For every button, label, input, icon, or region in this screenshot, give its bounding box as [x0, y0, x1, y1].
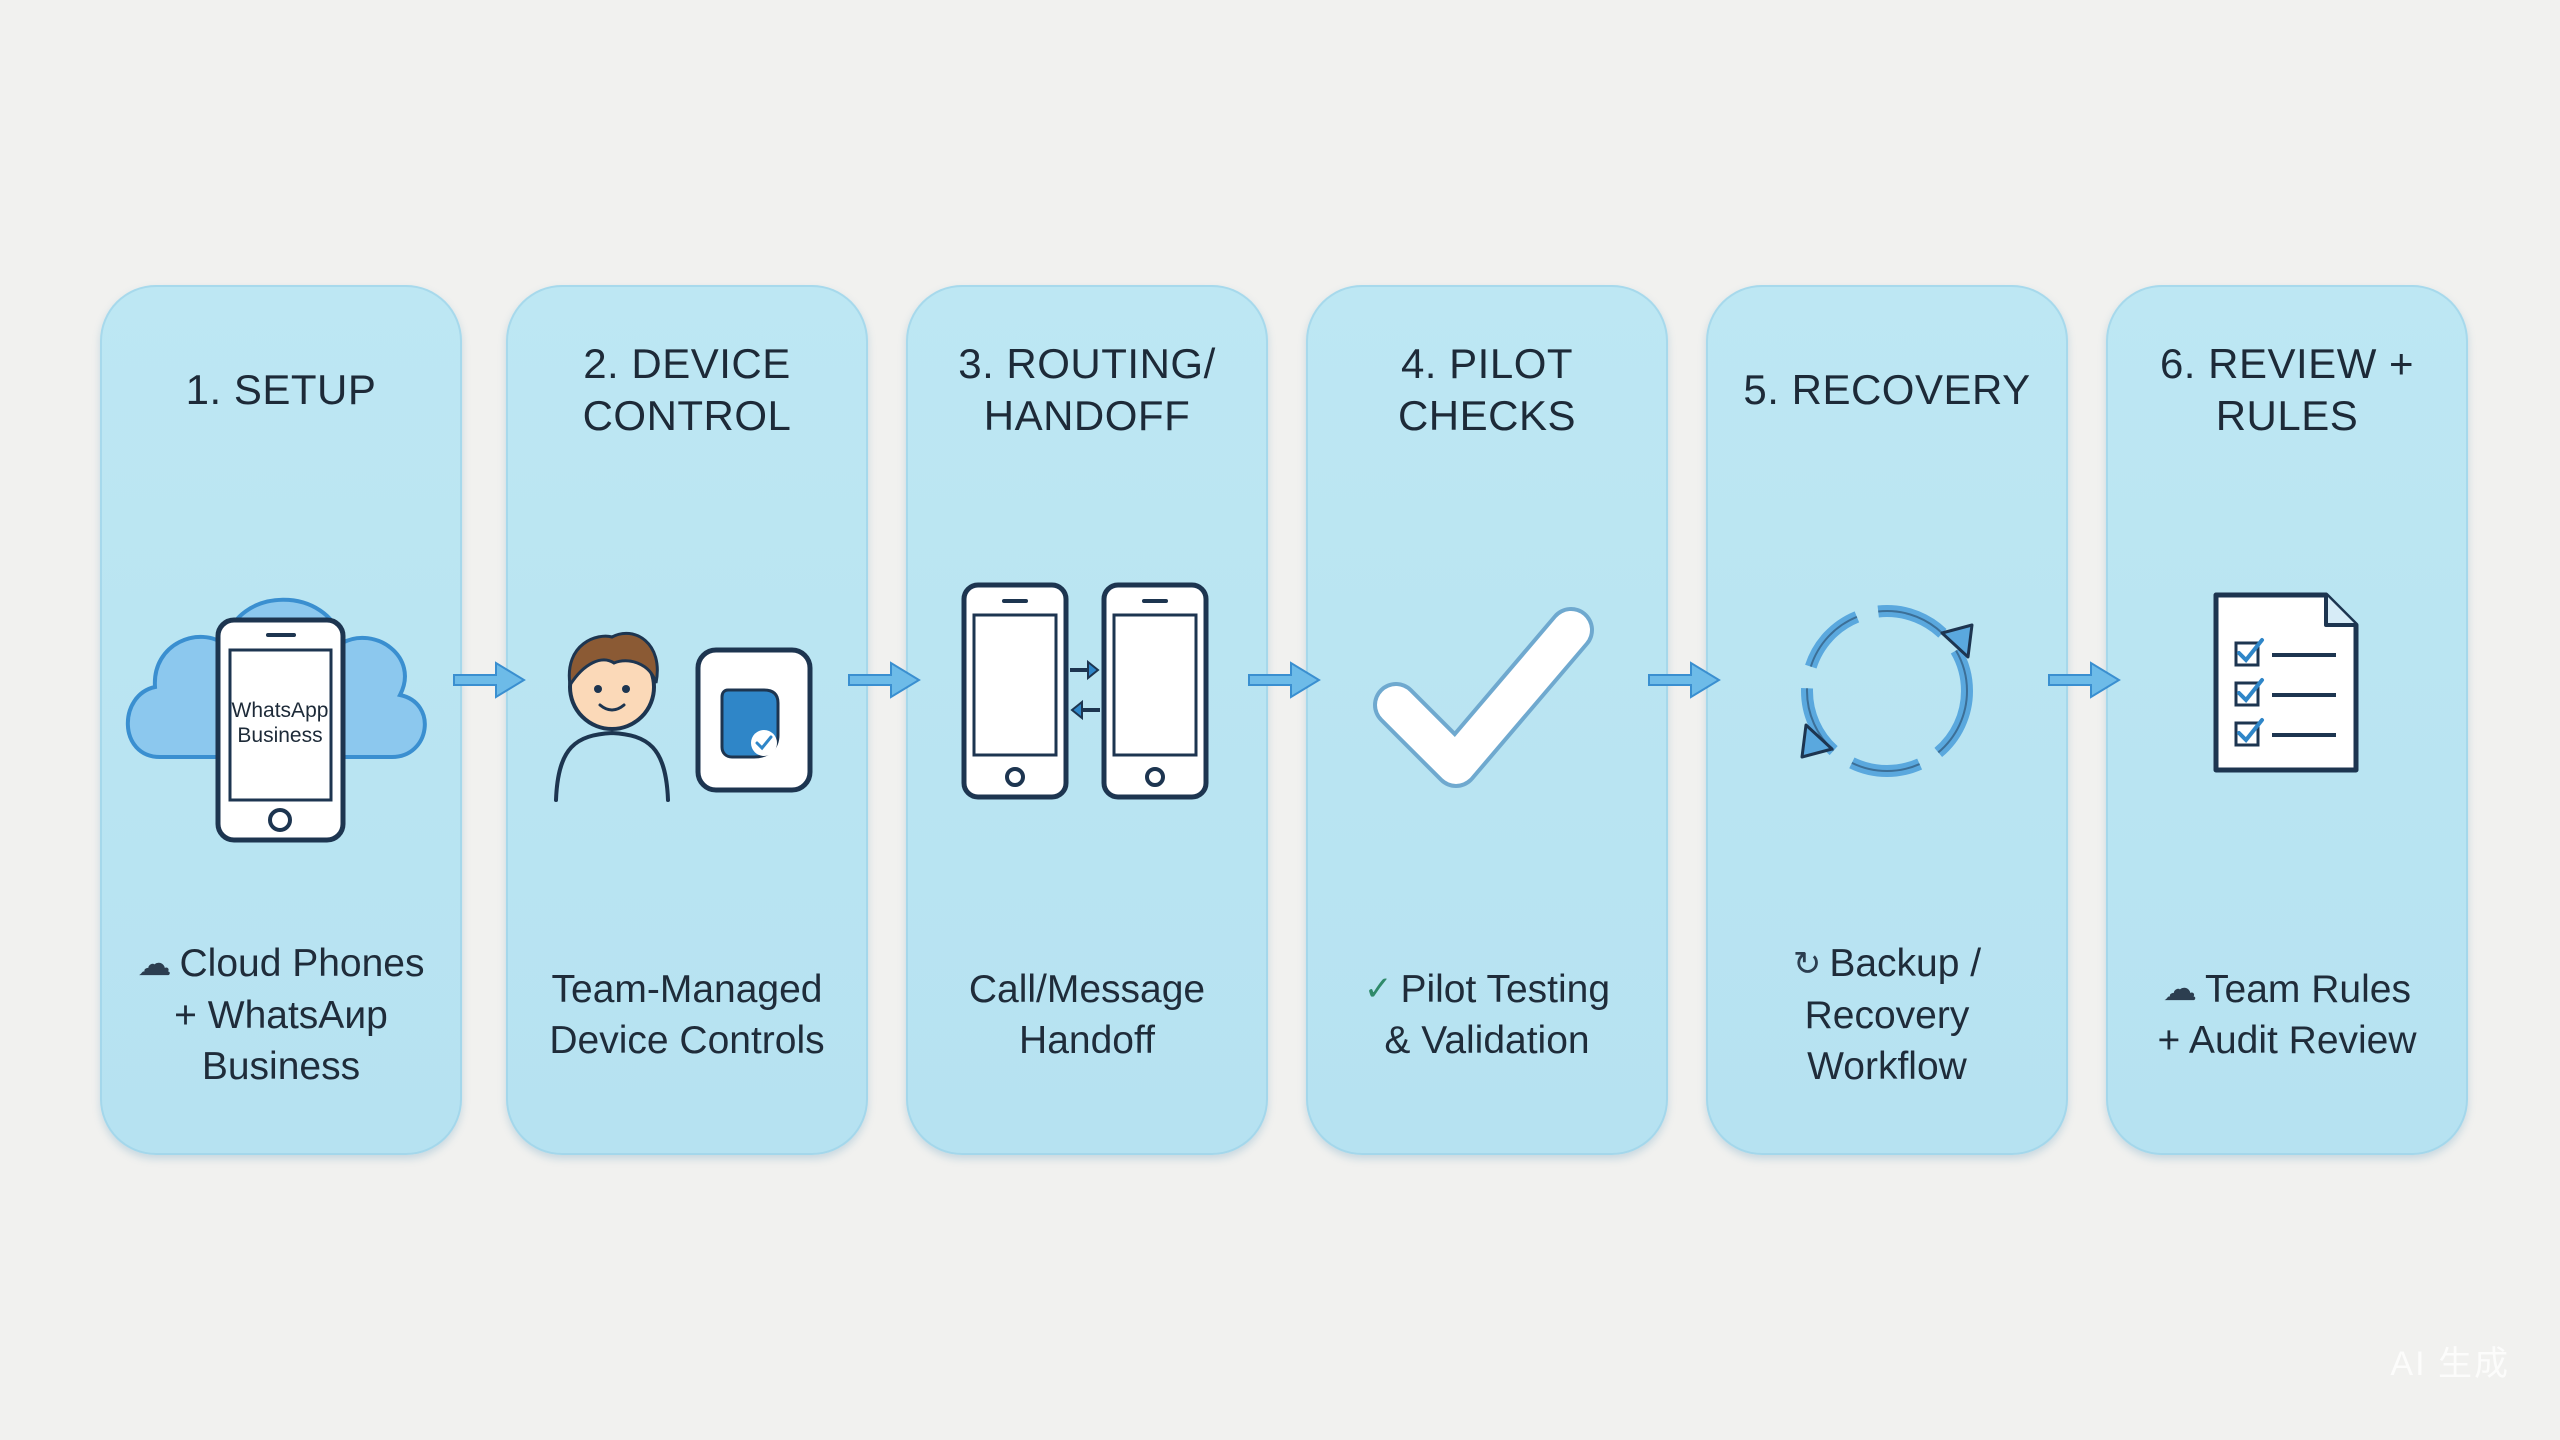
caption-text: Cloud Phones + WhatsAиp Business	[174, 942, 425, 1088]
caption-text: Team Rules + Audit Review	[2157, 967, 2417, 1063]
step-card-review-rules: 6. REVIEW + RULES ☁Team Rules + Audit Re…	[2106, 285, 2468, 1155]
caption-text: Pilot Testing & Validation	[1384, 967, 1611, 1063]
step-card-device-control: 2. DEVICE CONTROL Team-Managed Device Co…	[506, 285, 868, 1155]
step-card-recovery: 5. RECOVERY ↻Backup / Recovery Workflow	[1706, 285, 2068, 1155]
checkmark-icon	[1306, 525, 1668, 905]
step-card-pilot-checks: 4. PILOT CHECKS ✓Pilot Testing & Validat…	[1306, 285, 1668, 1155]
cloud-icon: ☁	[137, 944, 172, 983]
step-caption: ☁Cloud Phones + WhatsAиp Business	[114, 925, 448, 1105]
step-card-routing-handoff: 3. ROUTING/ HANDOFF Call/Message Handoff	[906, 285, 1268, 1155]
arrow-right-icon	[848, 661, 921, 699]
step-title: 3. ROUTING/ HANDOFF	[958, 340, 1216, 439]
step-caption: Team-Managed Device Controls	[520, 925, 854, 1105]
caption-text: Call/Message Handoff	[968, 968, 1206, 1062]
arrow-right-icon	[1248, 661, 1321, 699]
cloud-icon: ☁	[2163, 970, 2198, 1009]
step-title: 2. DEVICE CONTROL	[582, 340, 792, 439]
person-device-icon	[506, 525, 868, 905]
recovery-cycle-icon	[1706, 525, 2068, 905]
caption-text: Backup / Recovery Workflow	[1804, 942, 1982, 1088]
refresh-icon: ↻	[1792, 944, 1822, 983]
step-title: 5. RECOVERY	[1743, 366, 2031, 413]
step-title: 6. REVIEW + RULES	[2159, 340, 2415, 439]
check-icon: ✓	[1363, 970, 1393, 1009]
step-caption: ✓Pilot Testing & Validation	[1320, 925, 1654, 1105]
arrow-right-icon	[1648, 661, 1721, 699]
step-caption: ↻Backup / Recovery Workflow	[1720, 925, 2054, 1105]
arrow-right-icon	[2048, 661, 2121, 699]
checklist-document-icon	[2106, 525, 2468, 905]
step-caption: ☁Team Rules + Audit Review	[2120, 925, 2454, 1105]
step-title: 1. SETUP	[185, 366, 377, 413]
phone-handoff-icon	[906, 525, 1268, 905]
caption-text: Team-Managed Device Controls	[549, 968, 825, 1062]
arrow-right-icon	[453, 661, 526, 699]
step-caption: Call/Message Handoff	[920, 925, 1254, 1105]
watermark: AI 生成	[2390, 1345, 2510, 1383]
step-title: 4. PILOT CHECKS	[1397, 340, 1577, 439]
